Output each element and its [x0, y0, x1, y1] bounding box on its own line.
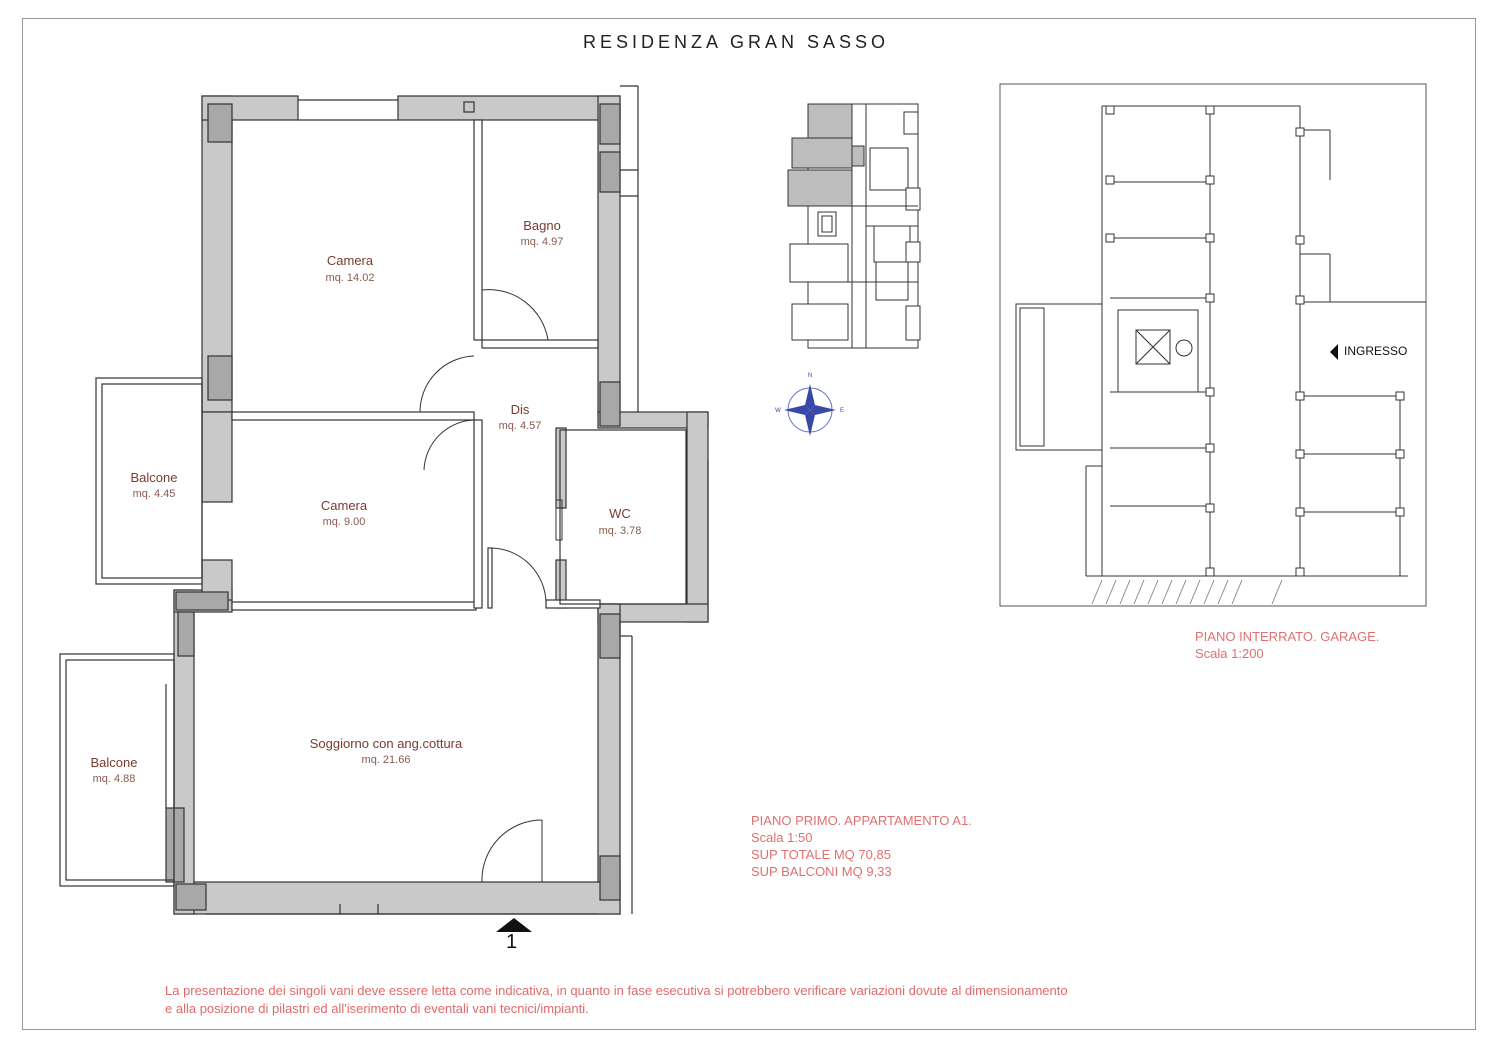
room-name-balcone-2: Balcone	[91, 755, 138, 770]
apartment-note-line4: SUP BALCONI MQ 9,33	[751, 864, 892, 879]
section-arrow-icon	[496, 918, 532, 932]
room-area-camera-1: mq. 14.02	[326, 272, 375, 284]
section-marker-label: 1	[506, 931, 518, 953]
disclaimer-line2: e alla posizione di pilastri ed all'iser…	[165, 1001, 589, 1016]
apartment-note-line1: PIANO PRIMO. APPARTAMENTO A1.	[751, 813, 972, 828]
compass-w-label: W	[775, 408, 781, 414]
compass-icon: N E W	[775, 373, 844, 436]
apartment-note: PIANO PRIMO. APPARTAMENTO A1. Scala 1:50…	[751, 812, 972, 880]
key-plan	[787, 103, 921, 349]
room-area-wc: mq. 3.78	[599, 525, 642, 537]
room-labels: Camera mq. 14.02 Bagno mq. 4.97 Dis mq. …	[91, 218, 642, 785]
garage-note: PIANO INTERRATO. GARAGE. Scala 1:200	[1195, 628, 1379, 662]
room-area-camera-2: mq. 9.00	[323, 516, 366, 528]
room-area-soggiorno: mq. 21.66	[362, 754, 411, 766]
garage-plan	[999, 83, 1427, 607]
garage-note-line1: PIANO INTERRATO. GARAGE.	[1195, 629, 1380, 644]
apartment-note-line2: Scala 1:50	[751, 830, 813, 845]
room-name-camera-2: Camera	[321, 498, 368, 513]
room-area-balcone-1: mq. 4.45	[133, 488, 176, 500]
room-name-bagno: Bagno	[523, 218, 561, 233]
compass-n-label: N	[808, 373, 812, 379]
entrance-arrow-icon	[1330, 344, 1338, 360]
compass-e-label: E	[840, 408, 844, 414]
room-name-soggiorno: Soggiorno con ang.cottura	[310, 736, 463, 751]
apartment-note-line3: SUP TOTALE MQ 70,85	[751, 847, 891, 862]
disclaimer-line1: La presentazione dei singoli vani deve e…	[165, 983, 1068, 998]
room-name-wc: WC	[609, 506, 631, 521]
room-area-dis: mq. 4.57	[499, 420, 542, 432]
room-area-balcone-2: mq. 4.88	[93, 773, 136, 785]
apartment-plan	[59, 85, 709, 915]
drawing-frame	[22, 18, 1476, 1030]
garage-entrance-label: INGRESSO	[1344, 344, 1408, 358]
garage-note-line2: Scala 1:200	[1195, 646, 1264, 661]
page-title: RESIDENZA GRAN SASSO	[582, 32, 890, 52]
disclaimer: La presentazione dei singoli vani deve e…	[165, 982, 1068, 1018]
room-name-dis: Dis	[511, 402, 530, 417]
room-name-camera-1: Camera	[327, 253, 374, 268]
room-name-balcone-1: Balcone	[131, 470, 178, 485]
room-area-bagno: mq. 4.97	[521, 236, 564, 248]
